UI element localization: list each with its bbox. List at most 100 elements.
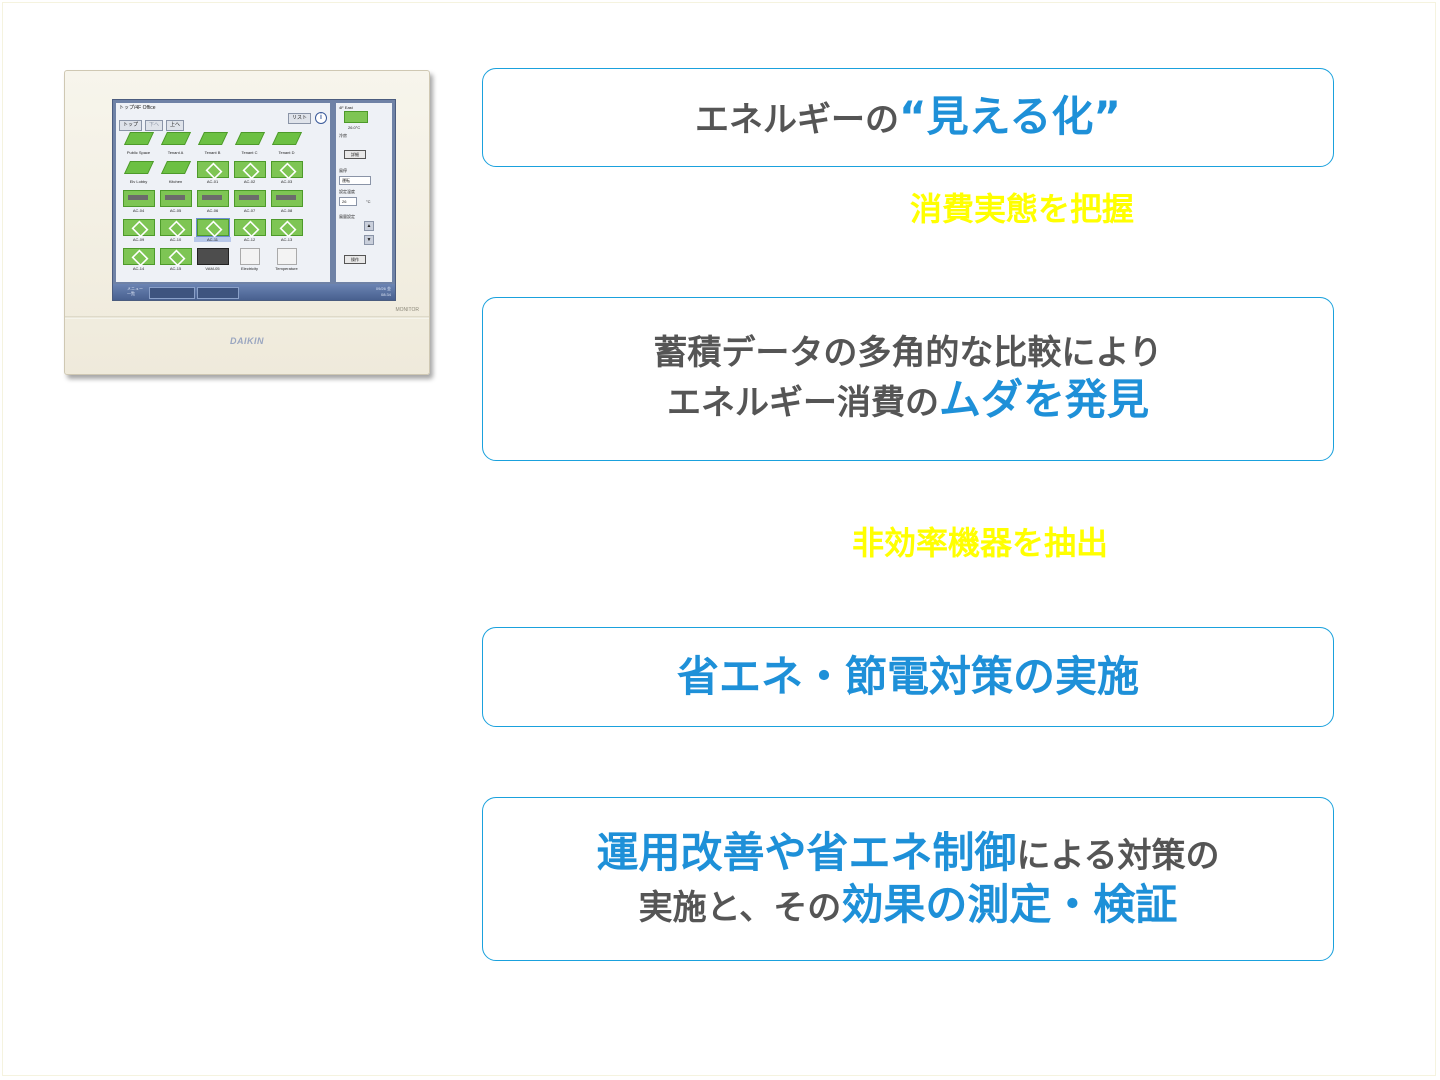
- cassette-icon: [123, 219, 155, 236]
- verification-prefix: 実施と、その: [638, 888, 842, 928]
- time-label: 08:34: [380, 292, 391, 297]
- waste-highlight: ムダを発見: [938, 375, 1149, 424]
- bar-block-2: [197, 287, 239, 299]
- arrow-down-icon: ▼: [364, 235, 374, 245]
- verification-highlight: 効果の測定・検証: [841, 880, 1178, 929]
- unit-label: Tenant A: [167, 150, 184, 155]
- cassette-icon: [271, 161, 303, 178]
- vam-icon: [197, 248, 229, 265]
- unit-cell: Kitchen: [157, 159, 194, 188]
- caption-extract-inefficient: 非効率機器を抽出: [852, 524, 1109, 562]
- visualization-line: エネルギーの“見える化”: [695, 91, 1121, 144]
- unit-label: AC-04: [132, 208, 145, 213]
- unit-label: AC-11: [194, 237, 231, 242]
- tile-icon: [197, 132, 229, 145]
- unit-cell: AC-07: [231, 188, 268, 217]
- unit-cell: AC-02: [231, 159, 268, 188]
- brand-logo: DAIKIN: [230, 336, 264, 346]
- unit-label: AC-10: [169, 237, 182, 242]
- fan-select: 運転: [339, 176, 371, 185]
- unit-cell: AC-04: [120, 188, 157, 217]
- unit-label: VAM-05: [205, 266, 220, 271]
- unit-grid: Public Space Tenant A Tenant B Tenant C Tena…: [120, 130, 305, 275]
- tile-icon: [123, 161, 155, 174]
- down-button: 下へ: [145, 120, 164, 131]
- unit-cell: Tenant A: [157, 130, 194, 159]
- unit-cell: Temperature: [268, 246, 305, 275]
- unit-cell: AC-11: [194, 217, 231, 246]
- unit-label: AC-12: [243, 237, 256, 242]
- unit-cell: VAM-05: [194, 246, 231, 275]
- visualization-box: エネルギーの“見える化”: [482, 68, 1334, 167]
- unit-cell: Tenant D: [268, 130, 305, 159]
- verification-box: 運用改善や省エネ制御による対策の 実施と、その効果の測定・検証: [482, 797, 1334, 961]
- measures-text: 省エネ・節電対策の実施: [676, 651, 1139, 701]
- unit-label: Public Space: [126, 150, 151, 155]
- arrow-up-icon: ▲: [364, 221, 374, 231]
- duct-icon: [234, 190, 266, 207]
- cassette-icon: [196, 218, 230, 237]
- visualization-highlight: “見える化”: [899, 92, 1121, 142]
- cassette-icon: [271, 219, 303, 236]
- monitor-label: MONITOR: [395, 307, 419, 313]
- verification-line-1: 運用改善や省エネ制御による対策の: [597, 827, 1220, 880]
- touch-panel-controller: トップ/4F Office トップ下へ上へ リスト i Public Space…: [64, 70, 430, 375]
- unit-label: Tenant D: [278, 150, 295, 155]
- setpoint-value: 26: [339, 197, 357, 206]
- waste-line: エネルギー消費のムダを発見: [667, 374, 1149, 427]
- unit-label: Tenant C: [241, 150, 258, 155]
- cassette-icon: [234, 161, 266, 178]
- screen-side-panel: 4F East 26.0°C 冷房 詳細 風停 運転 設定温度 26 °C 風量…: [336, 103, 392, 282]
- cassette-icon: [160, 248, 192, 265]
- unit-label: Elv Lobby: [129, 179, 148, 184]
- duct-icon: [160, 190, 192, 207]
- menu-label: メニュー 一覧: [127, 286, 143, 296]
- measures-box: 省エネ・節電対策の実施: [482, 627, 1334, 727]
- unit-label: Temperature: [275, 266, 298, 271]
- fan-label: 風停: [339, 168, 347, 173]
- waste-prefix: エネルギー消費の: [666, 383, 939, 423]
- duct-icon: [271, 190, 303, 207]
- unit-cell: AC-14: [120, 246, 157, 275]
- tile-icon: [160, 132, 192, 145]
- unit-cell: Elv Lobby: [120, 159, 157, 188]
- unit-cell: AC-10: [157, 217, 194, 246]
- side-mode: 冷房: [339, 133, 347, 138]
- unit-cell: AC-01: [194, 159, 231, 188]
- cassette-icon: [197, 161, 229, 178]
- unit-cell: AC-13: [268, 217, 305, 246]
- top-button: トップ: [119, 120, 143, 131]
- side-area: 4F East: [339, 105, 353, 110]
- tile-icon: [271, 132, 303, 145]
- unit-label: AC-05: [169, 208, 182, 213]
- unit-label: AC-06: [206, 208, 219, 213]
- operate-button: 操作: [344, 255, 366, 264]
- tile-icon: [160, 161, 192, 174]
- unit-cell: AC-08: [268, 188, 305, 217]
- unit-label: Tenant B: [204, 150, 221, 155]
- screen-title: トップ/4F Office: [119, 105, 156, 111]
- list-button: リスト: [287, 113, 311, 124]
- unit-cell: AC-05: [157, 188, 194, 217]
- unit-cell: AC-15: [157, 246, 194, 275]
- unit-label: AC-01: [206, 179, 219, 184]
- duct-icon: [123, 190, 155, 207]
- bezel-divider: [65, 316, 429, 319]
- unit-label: AC-13: [280, 237, 293, 242]
- electricity-icon: [240, 248, 260, 265]
- cassette-icon: [123, 248, 155, 265]
- screen-nav-buttons: トップ下へ上へ: [119, 113, 187, 131]
- unit-label: Kitchen: [168, 179, 183, 184]
- unit-cell: Public Space: [120, 130, 157, 159]
- unit-label: AC-15: [169, 266, 182, 271]
- cassette-icon: [344, 111, 368, 123]
- up-button: 上へ: [166, 120, 185, 131]
- unit-label: AC-08: [280, 208, 293, 213]
- duct-icon: [197, 190, 229, 207]
- unit-label: AC-09: [132, 237, 145, 242]
- screen-bottom-bar: メニュー 一覧 09/26 金 08:34: [113, 284, 395, 300]
- tile-icon: [234, 132, 266, 145]
- comparison-line: 蓄積データの多角的な比較により: [653, 332, 1163, 373]
- unit-cell: AC-06: [194, 188, 231, 217]
